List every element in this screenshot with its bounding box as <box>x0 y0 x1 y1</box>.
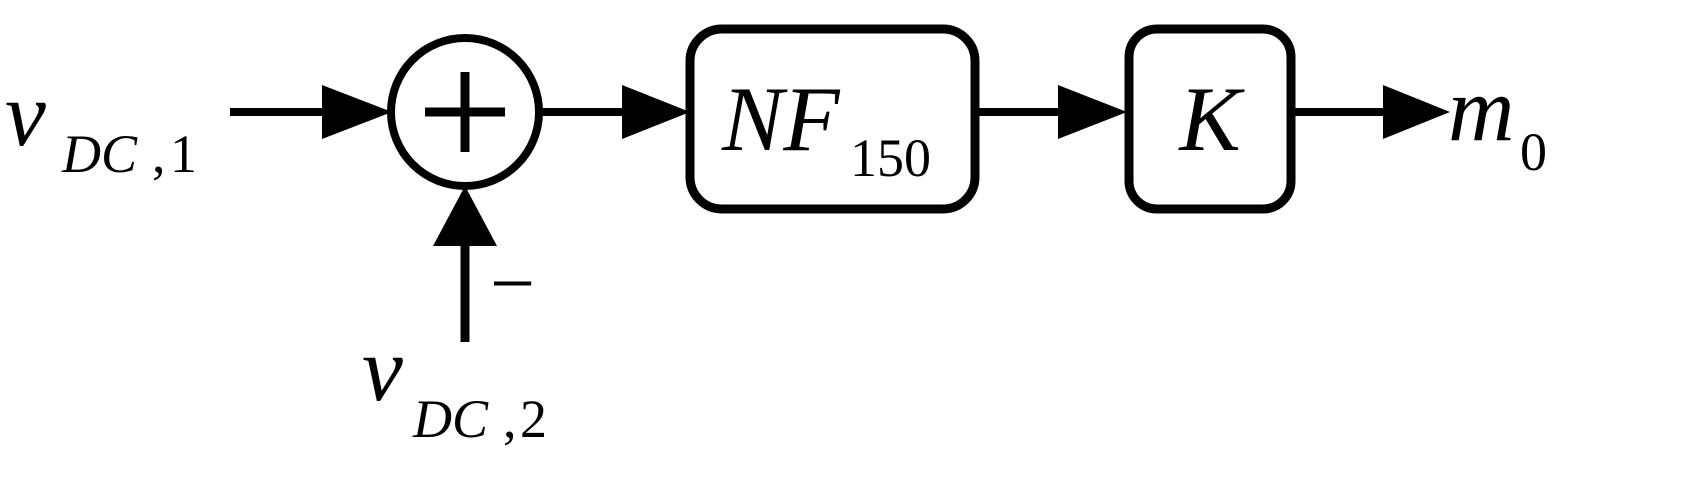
vdc2-sub-letters: DC <box>412 389 489 449</box>
arrow-filter-to-gain <box>975 85 1127 139</box>
vdc1-sub-comma: , <box>152 124 166 184</box>
arrow-sum-to-filter <box>539 85 690 139</box>
input-label-vdc1: v DC , 1 <box>5 63 197 184</box>
output-label: m 0 <box>1448 58 1547 182</box>
filter-block: NF 150 <box>685 24 980 214</box>
arrow-v2-to-sum <box>433 186 497 342</box>
vdc1-sub-letters: DC <box>61 124 138 184</box>
minus-sign: − <box>490 240 535 328</box>
gain-block-label: K <box>1177 68 1245 170</box>
input-label-vdc2: v DC , 2 <box>362 318 547 449</box>
vdc2-sub-number: 2 <box>520 389 547 449</box>
filter-block-main: NF <box>721 68 840 170</box>
filter-block-box <box>685 24 980 214</box>
vdc2-sub-comma: , <box>503 389 517 449</box>
summing-junction: + <box>387 34 543 190</box>
gain-block: K <box>1124 24 1296 214</box>
gain-block-box <box>1124 24 1296 214</box>
output-sub: 0 <box>1520 122 1547 182</box>
output-main: m <box>1448 58 1514 160</box>
arrow-gain-to-output <box>1291 85 1450 139</box>
vdc1-sub-number: 1 <box>170 124 197 184</box>
filter-block-sub: 150 <box>850 128 931 188</box>
arrow-v1-to-sum <box>230 85 392 139</box>
vdc1-main: v <box>5 63 46 165</box>
vdc2-main: v <box>362 318 403 420</box>
